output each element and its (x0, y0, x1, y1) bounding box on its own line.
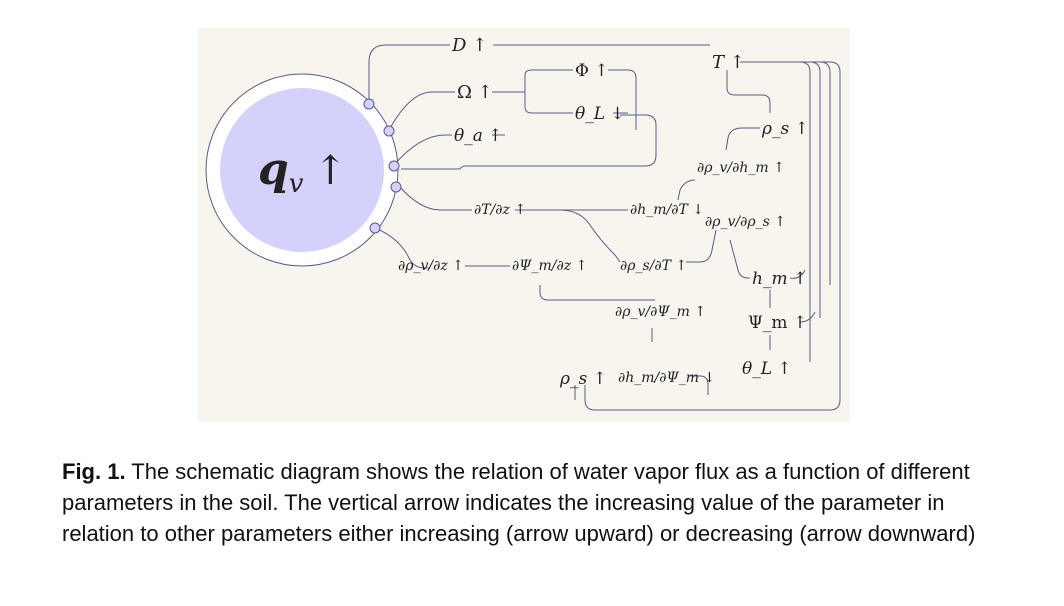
node-thetaL-up: θ_L ↑ (742, 359, 792, 379)
node-h-m: h_m ↑ (752, 269, 807, 289)
node-drhov-dz: ∂ρ_v/∂z ↑ (398, 258, 464, 274)
node-drhos-dT: ∂ρ_s/∂T ↑ (620, 258, 687, 274)
node-rho-s-bottom: ρ_s ↑ (559, 369, 607, 389)
node-thetaL-down: θ_L ↓ (575, 104, 625, 124)
figure-caption: Fig. 1. The schematic diagram shows the … (62, 456, 992, 549)
node-dhm-dT: ∂h_m/∂T ↓ (630, 202, 704, 218)
node-drhov-drhos: ∂ρ_v/∂ρ_s ↑ (705, 214, 786, 230)
node-labels: D ↑ Ω ↑ Φ ↑ θ_L ↓ θ_a ↑ T ↑ ρ_s ↑ ∂ρ_v/∂… (398, 35, 809, 389)
node-theta-a: θ_a ↑ (454, 126, 503, 146)
node-Phi: Φ ↑ (575, 61, 609, 81)
node-D: D ↑ (451, 35, 487, 56)
caption-label: Fig. 1. (62, 459, 126, 484)
node-dPsim-dz: ∂Ψ_m/∂z ↑ (512, 258, 587, 274)
node-dhm-dPsim: ∂h_m/∂Ψ_m ↓ (618, 370, 715, 386)
node-drhov-dPsim: ∂ρ_v/∂Ψ_m ↑ (615, 304, 706, 320)
connector-dots (363, 98, 402, 234)
schematic-diagram: qv↑ (198, 28, 850, 422)
node-dT-dz: ∂T/∂z ↑ (474, 202, 526, 218)
q-v-node (220, 88, 384, 252)
q-v-label: qv↑ (258, 144, 347, 199)
node-Omega: Ω ↑ (457, 82, 493, 103)
connections (368, 44, 841, 411)
node-T: T ↑ (712, 52, 745, 73)
node-drhov-dhm: ∂ρ_v/∂h_m ↑ (697, 160, 785, 176)
node-Psi-m: Ψ_m ↑ (748, 313, 807, 333)
node-rho-s-right: ρ_s ↑ (761, 119, 809, 139)
caption-text: The schematic diagram shows the relation… (62, 459, 976, 546)
